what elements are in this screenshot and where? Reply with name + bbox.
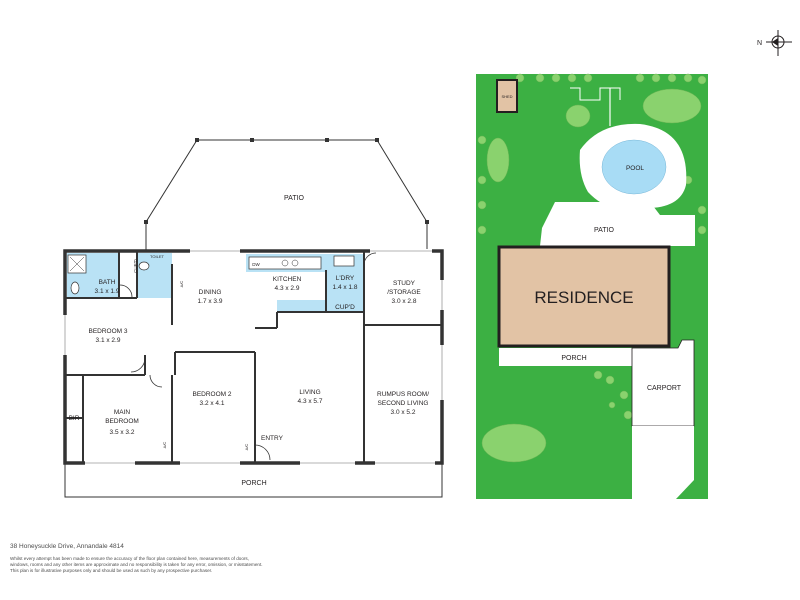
entry-label: ENTRY — [261, 435, 284, 442]
study-name-2: /STORAGE — [387, 289, 421, 296]
garden-trees — [477, 73, 707, 463]
site-porch-label: PORCH — [561, 355, 586, 362]
bath-cupboard-label: CUP'D — [133, 258, 138, 272]
disclaimer-line-3: This plan is for illustrative purposes o… — [10, 568, 213, 573]
patio-label: PATIO — [284, 195, 305, 202]
pool-shape — [601, 139, 667, 195]
bedroom2-size: 3.2 x 4.1 — [200, 400, 225, 407]
main-bedroom-name-2: BEDROOM — [105, 418, 139, 425]
laundry-cupboard-label: CUP'D — [335, 304, 355, 311]
dining-name: DINING — [199, 289, 222, 296]
kitchen-size: 4.3 x 2.9 — [275, 285, 300, 292]
disclaimer-line-1: Whilst every attempt has been made to en… — [10, 556, 250, 561]
bedroom3-name: BEDROOM 3 — [88, 328, 127, 335]
bedroom2-name: BEDROOM 2 — [192, 391, 231, 398]
bir-label: BIR — [69, 415, 80, 422]
rumpus-name-1: RUMPUS ROOM/ — [377, 391, 429, 398]
ac-label-dining: A/C — [179, 281, 184, 288]
ac-label-main-bedroom: A/C — [162, 442, 167, 449]
dining-size: 1.7 x 3.9 — [198, 298, 223, 305]
kitchen-name: KITCHEN — [273, 276, 302, 283]
bedroom3-size: 3.1 x 2.9 — [96, 337, 121, 344]
rumpus-name-2: SECOND LIVING — [378, 400, 429, 407]
living-size: 4.3 x 5.7 — [298, 398, 323, 405]
rumpus-size: 3.0 x 5.2 — [391, 409, 416, 416]
main-bedroom-name-1: MAIN — [114, 409, 131, 416]
laundry-name: L'DRY — [336, 275, 355, 282]
property-address: 38 Honeysuckle Drive, Annandale 4814 — [10, 543, 124, 550]
north-arrow-icon — [766, 30, 792, 56]
toilet-label: TOILET — [150, 254, 164, 259]
study-size: 3.0 x 2.8 — [392, 298, 417, 305]
carport-label: CARPORT — [647, 385, 682, 392]
residence-footprint — [497, 245, 671, 348]
bath-size: 3.1 x 1.9 — [95, 288, 120, 295]
residence-label: RESIDENCE — [534, 288, 633, 307]
bath-name: BATH — [99, 279, 116, 286]
study-name-1: STUDY — [393, 280, 416, 287]
ac-label-bedroom2: A/C — [244, 444, 249, 451]
site-plan: SHED POOL PATIO RESIDENCE PORCH CARPORT — [476, 73, 708, 499]
main-bedroom-size: 3.5 x 3.2 — [110, 429, 135, 436]
porch-label: PORCH — [241, 480, 266, 487]
shed-label: SHED — [501, 94, 512, 99]
pool-label: POOL — [626, 165, 644, 172]
site-patio-label: PATIO — [594, 227, 615, 234]
disclaimer-line-2: windows, rooms and any other items are a… — [10, 562, 263, 567]
living-name: LIVING — [299, 389, 320, 396]
dishwasher-label: DW — [252, 262, 260, 267]
laundry-size: 1.4 x 1.8 — [333, 284, 358, 291]
footer: 38 Honeysuckle Drive, Annandale 4814 Whi… — [10, 543, 530, 574]
floor-plan: PATIO BATH 3.1 x 1.9 CUP'D TOILET DINING… — [63, 138, 444, 498]
compass-north-label: N — [757, 40, 762, 47]
